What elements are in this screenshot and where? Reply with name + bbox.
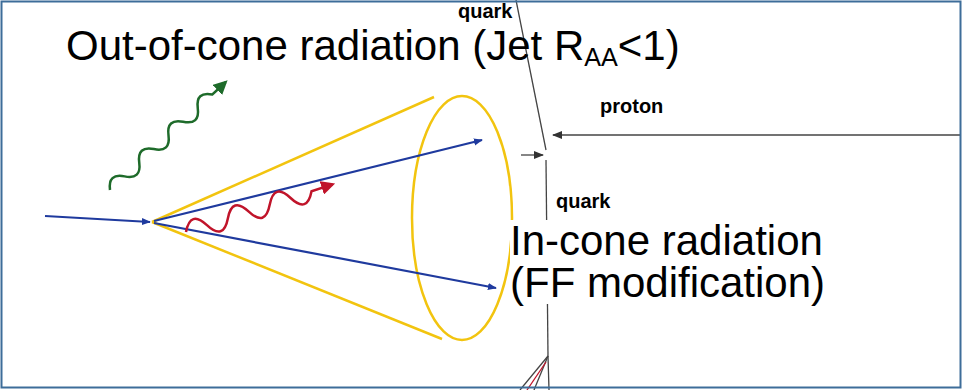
annotation-label: <1) [618, 22, 680, 69]
proton-arrow [521, 154, 543, 155]
jet-cone [152, 96, 512, 340]
annotation-label-group: In-cone radiation (FF modification) [510, 220, 850, 304]
annotation-label: In-cone radiation (FF modification) [510, 217, 825, 306]
particle-label: quark [556, 190, 610, 212]
gluon-wave [183, 175, 336, 242]
gluon-wave [105, 77, 230, 195]
spray-line [548, 356, 549, 390]
jet-parton [154, 223, 496, 288]
parton-lines [45, 140, 496, 288]
proton-arrow [553, 134, 960, 135]
particle-label-group: proton [600, 95, 663, 118]
spray-line [520, 356, 548, 390]
particle-label-group: quark [458, 0, 512, 23]
particle-label: quark [458, 0, 512, 22]
particle-label-group: quark [556, 190, 610, 213]
cone-edge [152, 97, 434, 222]
out-of-cone-gluon [105, 77, 230, 195]
in-cone-gluon [183, 175, 336, 242]
cone-edge [152, 222, 442, 339]
particle-label: proton [600, 95, 663, 117]
annotation-label-group: Out-of-cone radiation (Jet RAA<1) [66, 22, 680, 72]
incoming-parton [45, 216, 150, 222]
annotation-label: Out-of-cone radiation (Jet R [66, 22, 584, 69]
spray-line [534, 356, 548, 390]
annotation-label: AA [584, 43, 618, 71]
cone-mouth [412, 96, 512, 340]
spray-line [527, 362, 546, 390]
jet-parton [154, 140, 482, 221]
